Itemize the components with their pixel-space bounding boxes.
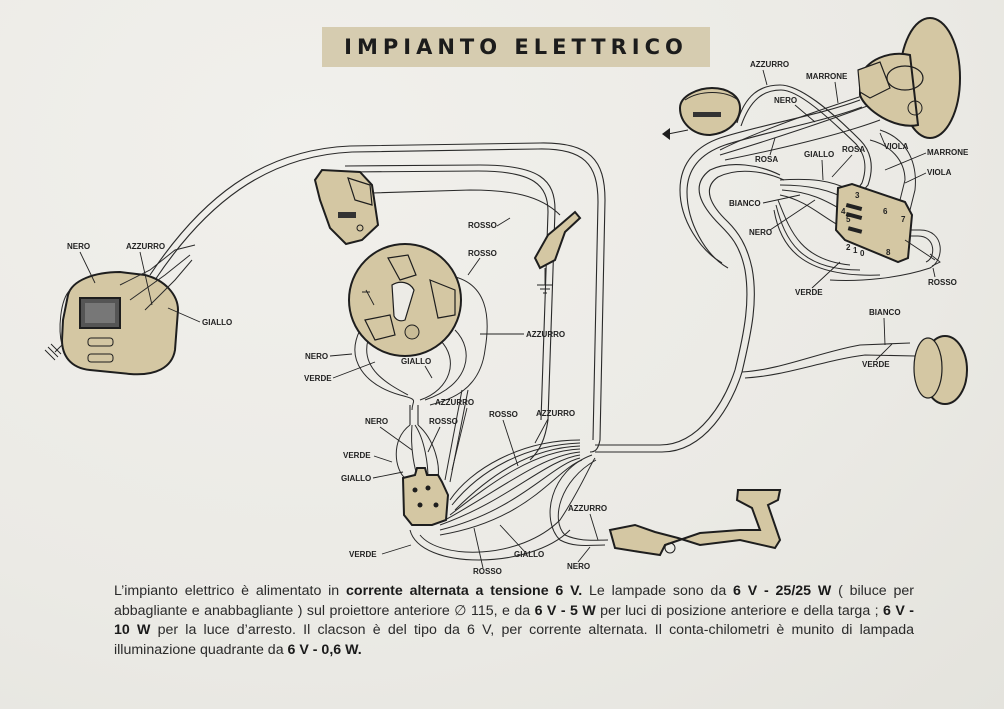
wire-harness — [149, 84, 941, 561]
label-switch-term-4: 4 — [841, 207, 846, 216]
caption-bold: 6 V - 5 W — [534, 602, 596, 619]
label-tail-nero: NERO — [67, 242, 90, 251]
junction-connector — [401, 467, 450, 526]
light-switch — [834, 182, 941, 267]
caption-bold: 6 V - 25/25 W — [733, 583, 832, 599]
label-junction-verde-bottom: VERDE — [349, 550, 377, 559]
label-horn-verde: VERDE — [862, 360, 890, 369]
tail-light — [54, 244, 196, 376]
label-switch-term-3: 3 — [855, 191, 860, 200]
caption-bold: corrente alternata a tensione 6 V. — [346, 583, 583, 599]
label-switch-term-7: 7 — [901, 215, 906, 224]
horn — [913, 335, 968, 405]
speedometer — [662, 86, 742, 140]
label-harness-azzurro: AZZURRO — [536, 409, 575, 418]
ground-symbol-tail — [44, 343, 62, 361]
label-stator-azzurro: AZZURRO — [526, 330, 565, 339]
label-head-viola: VIOLA — [884, 142, 909, 151]
label-stator-rosso: ROSSO — [468, 249, 497, 258]
label-harness-rosso-bottom: ROSSO — [473, 567, 502, 576]
label-stator-giallo: GIALLO — [401, 357, 431, 366]
label-junction-azzurro-top: AZZURRO — [435, 398, 474, 407]
caption-part: ( biluce per abbagliante e anabbagliante… — [114, 583, 914, 619]
label-switch-term-6: 6 — [883, 207, 888, 216]
label-switch-nero: NERO — [749, 228, 772, 237]
wire-labels: NERO AZZURRO GIALLO ROSSO ROSSO AZZURRO … — [67, 60, 969, 576]
label-head-nero: NERO — [774, 96, 797, 105]
label-switch-rosso: ROSSO — [928, 278, 957, 287]
label-brake-nero: NERO — [567, 562, 590, 571]
label-switch-bianco: BIANCO — [729, 199, 761, 208]
label-harness-rosso: ROSSO — [489, 410, 518, 419]
label-tail-azzurro: AZZURRO — [126, 242, 165, 251]
caption-text: L’impianto elettrico è alimentato in cor… — [114, 582, 914, 660]
ignition-coil — [313, 168, 380, 246]
title-band: IMPIANTO ELETTRICO — [322, 27, 710, 67]
stator-plate — [348, 243, 462, 357]
label-stator-nero: NERO — [305, 352, 328, 361]
label-harness-giallo-bottom: GIALLO — [514, 550, 544, 559]
label-switch-pos-0: 0 — [860, 249, 865, 258]
label-horn-bianco: BIANCO — [869, 308, 901, 317]
label-head-giallo: GIALLO — [804, 150, 834, 159]
caption-bold: 6 V - 10 W — [114, 602, 914, 639]
caption-part: L’impianto elettrico è alimentato in — [114, 583, 347, 599]
label-switch-marrone: MARRONE — [927, 148, 969, 157]
label-head-rosa2: ROSA — [842, 145, 865, 154]
label-junction-giallo: GIALLO — [341, 474, 371, 483]
label-switch-pos-2: 2 — [846, 243, 851, 252]
label-switch-verde: VERDE — [795, 288, 823, 297]
spark-plug — [533, 210, 582, 294]
label-head-rosa: ROSA — [755, 155, 778, 164]
label-brake-azzurro: AZZURRO — [568, 504, 607, 513]
headlight — [857, 17, 961, 139]
caption-part: per luci di posizione anteriore e della … — [595, 602, 884, 619]
label-head-azzurro: AZZURRO — [750, 60, 789, 69]
label-head-marrone: MARRONE — [806, 72, 848, 81]
label-tail-giallo: GIALLO — [202, 318, 232, 327]
label-stator-verde: VERDE — [304, 374, 332, 383]
label-coil-rosso: ROSSO — [468, 221, 497, 230]
caption-bold: 6 V - 0,6 W. — [287, 641, 362, 658]
label-junction-verde: VERDE — [343, 451, 371, 460]
brake-pedal — [608, 489, 782, 557]
caption-part: per la luce d’arresto. Il clacson è del … — [114, 622, 914, 658]
label-switch-pos-1: 1 — [853, 246, 858, 255]
label-switch-viola: VIOLA — [927, 168, 952, 177]
label-junction-rosso-top: ROSSO — [429, 417, 458, 426]
label-junction-nero: NERO — [365, 417, 388, 426]
label-switch-term-5: 5 — [846, 215, 851, 224]
caption-part: Le lampade sono da — [582, 583, 734, 599]
page-title: IMPIANTO ELETTRICO — [344, 35, 688, 59]
label-switch-term-8: 8 — [886, 248, 891, 257]
